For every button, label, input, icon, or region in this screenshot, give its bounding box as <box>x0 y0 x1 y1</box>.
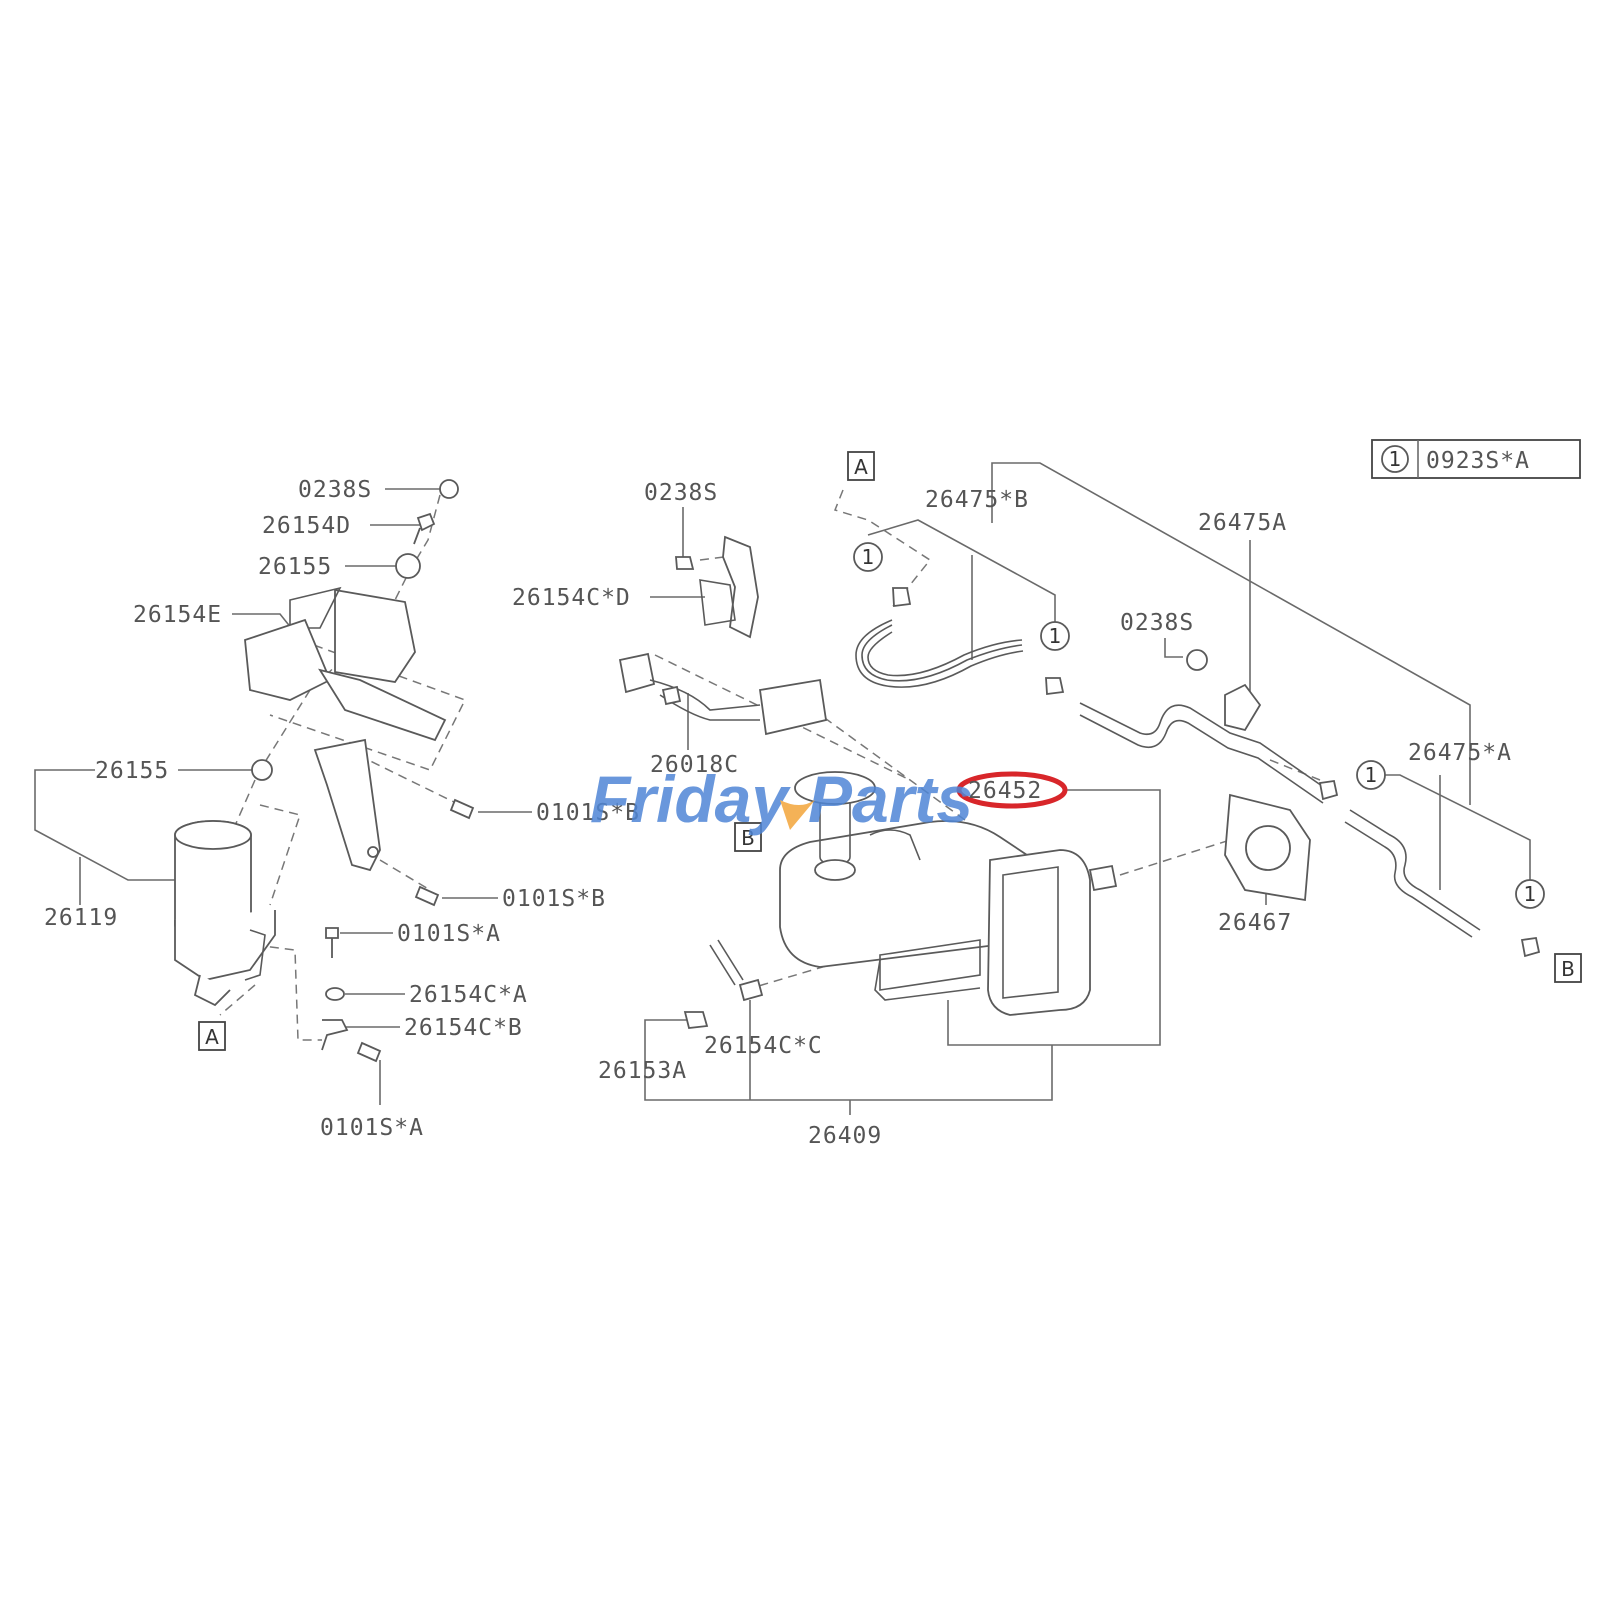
bracket-26154cd <box>675 535 759 639</box>
legend-symbol: 1 <box>1389 447 1402 471</box>
label-26155-bottom: 26155 <box>95 758 169 784</box>
svg-text:B: B <box>741 826 755 850</box>
watermark-friday: Friday <box>590 762 791 836</box>
hose-26475a <box>1318 779 1541 958</box>
label-0101sb-lower: 0101S*B <box>502 886 606 912</box>
label-26154cd: 26154C*D <box>512 585 631 611</box>
right-dashed <box>833 489 1321 781</box>
watermark-logo: Friday Parts <box>590 762 973 836</box>
label-0238s-right: 0238S <box>1120 610 1194 636</box>
label-26153a: 26153A <box>598 1058 687 1084</box>
watermark-swoosh-icon <box>780 800 815 830</box>
pipe-26475a <box>1079 649 1326 804</box>
highlight-26452 <box>956 771 1068 809</box>
ref-a-top: A <box>847 451 875 481</box>
label-0101sa-upper: 0101S*A <box>397 921 501 947</box>
label-0101sb-upper: 0101S*B <box>536 800 640 826</box>
air-pump <box>174 820 276 1007</box>
label-0238s-left: 0238S <box>298 477 372 503</box>
bracket-assembly <box>244 479 459 872</box>
label-0238s-center: 0238S <box>644 480 718 506</box>
ref-a-bottom: A <box>198 1021 226 1051</box>
label-26154ca: 26154C*A <box>409 982 528 1008</box>
label-0101sa-lower: 0101S*A <box>320 1115 424 1141</box>
label-26409: 26409 <box>808 1123 882 1149</box>
svg-text:1: 1 <box>1365 763 1378 787</box>
label-26018c: 26018C <box>650 752 739 778</box>
reservoir-26409 <box>683 771 1118 1029</box>
ref-b-right: B <box>1554 953 1582 983</box>
center-leaders <box>644 507 1161 1115</box>
label-26467: 26467 <box>1218 910 1292 936</box>
svg-text:B: B <box>1561 957 1575 981</box>
svg-text:1: 1 <box>1049 624 1062 648</box>
svg-text:1: 1 <box>1524 882 1537 906</box>
svg-text:A: A <box>205 1025 219 1049</box>
label-26154d: 26154D <box>262 513 351 539</box>
label-26475b: 26475*B <box>925 487 1029 513</box>
ref-b-center: B <box>734 822 762 852</box>
label-26475a: 26475A <box>1198 510 1287 536</box>
watermark-parts: Parts <box>808 762 973 836</box>
label-26475sa: 26475*A <box>1408 740 1512 766</box>
clamp-markers: 1 1 1 1 <box>853 542 1545 909</box>
right-leaders <box>867 462 1531 905</box>
left-fasteners <box>321 798 475 1063</box>
label-26452: 26452 <box>968 778 1042 804</box>
label-26154e: 26154E <box>133 602 222 628</box>
left-leaders <box>34 488 532 1105</box>
label-26154cb: 26154C*B <box>404 1015 523 1041</box>
legend-box: 1 0923S*A <box>1371 439 1581 479</box>
label-26155-top: 26155 <box>258 554 332 580</box>
legend-code: 0923S*A <box>1426 448 1530 474</box>
gasket-26467 <box>1224 793 1311 902</box>
svg-text:1: 1 <box>862 545 875 569</box>
sensor-26018c <box>618 652 828 736</box>
hose-26475b <box>855 587 1065 696</box>
svg-text:A: A <box>854 455 868 479</box>
label-26154cc: 26154C*C <box>704 1033 823 1059</box>
label-26119: 26119 <box>44 905 118 931</box>
